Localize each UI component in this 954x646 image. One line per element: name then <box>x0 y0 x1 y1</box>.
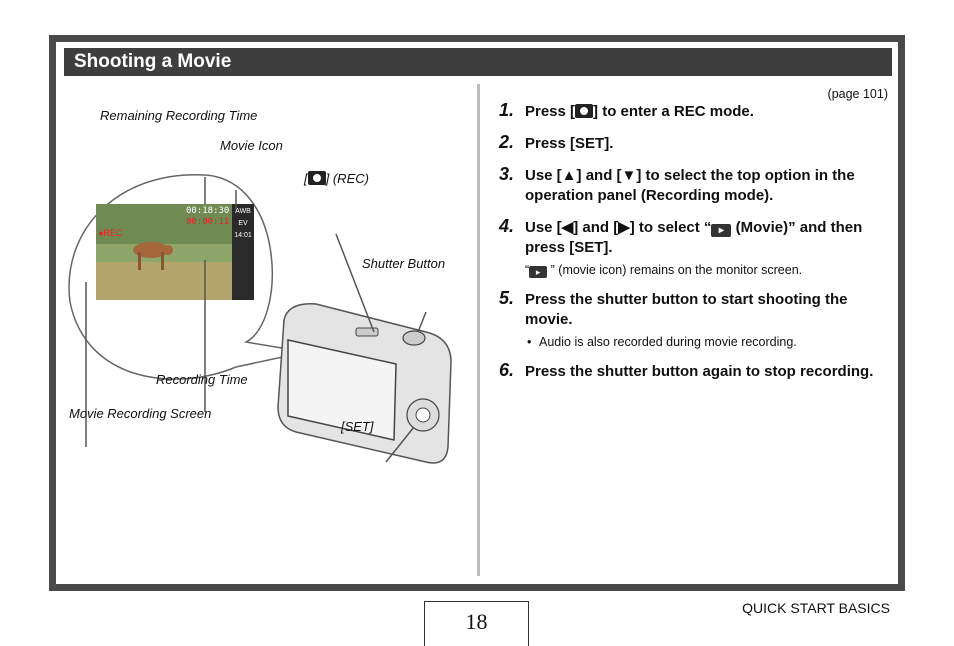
step-5-bullet: Audio is also recorded during movie reco… <box>525 334 899 350</box>
page-frame: Shooting a Movie (page 101) <box>49 35 905 591</box>
page-reference: (page 101) <box>827 87 888 101</box>
screen-rec-time: 00:00:11 <box>186 217 230 227</box>
steps-list: 1. Press [] to enter a REC mode. 2. Pres… <box>499 100 899 394</box>
section-name: QUICK START BASICS <box>742 600 890 616</box>
camera-icon <box>307 171 326 185</box>
camera-icon <box>575 104 594 118</box>
step-5: 5. Press the shutter button to start sho… <box>499 288 899 350</box>
column-divider <box>477 84 480 576</box>
page-number: 18 <box>424 601 529 646</box>
label-movie-recording-screen: Movie Recording Screen <box>69 406 212 421</box>
step-2: 2. Press [SET]. <box>499 132 614 152</box>
label-movie-icon: Movie Icon <box>220 138 283 153</box>
shutter-button <box>402 330 426 346</box>
page-title: Shooting a Movie <box>64 48 892 76</box>
step-6: 6. Press the shutter button again to sto… <box>499 360 874 380</box>
screen-time: 00:18:30 <box>186 206 230 216</box>
label-rec: [] (REC) <box>304 171 369 186</box>
label-shutter-button: Shutter Button <box>362 256 446 271</box>
step-1: 1. Press [] to enter a REC mode. <box>499 100 754 120</box>
step-4: 4. Use [◀] and [▶] to select “▸ (Movie)”… <box>499 216 899 278</box>
movie-icon: ▸ <box>529 266 548 278</box>
movie-icon: ▸ <box>711 224 732 237</box>
content-area: Shooting a Movie (page 101) <box>56 42 898 584</box>
label-recording-time: Recording Time <box>156 372 248 387</box>
step-3: 3. Use [▲] and [▼] to select the top opt… <box>499 164 855 204</box>
screen-side-icons: AWB EV 14:01 <box>234 208 252 239</box>
illustration-graphic <box>68 174 452 464</box>
illustration: Remaining Recording Time Movie Icon [] (… <box>56 82 476 582</box>
step-4-note: “▸ ” (movie icon) remains on the monitor… <box>525 263 803 278</box>
screen-rec-indicator: ●REC <box>98 228 123 238</box>
label-remaining-recording-time: Remaining Recording Time <box>100 108 258 123</box>
label-set: [SET] <box>341 419 374 434</box>
